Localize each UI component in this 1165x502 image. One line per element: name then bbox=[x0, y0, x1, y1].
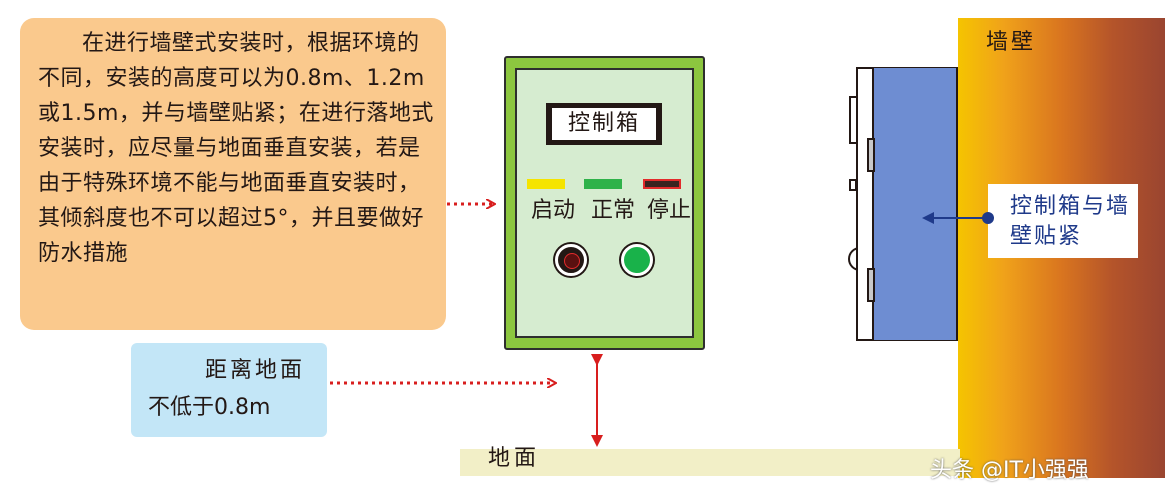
bottom-hinge bbox=[867, 268, 875, 302]
top-hinge bbox=[867, 138, 875, 172]
stop-lamp bbox=[643, 179, 681, 189]
watermark: 头条 @IT小强强 bbox=[930, 458, 1089, 483]
callout-arrow-head bbox=[922, 212, 934, 224]
wall-callout-text: 控制箱与墙壁贴紧 bbox=[1010, 194, 1131, 249]
wall-callout-box bbox=[988, 184, 1138, 258]
side-box-body bbox=[872, 68, 956, 340]
start-lamp-label: 启动 bbox=[531, 198, 576, 223]
height-note-box bbox=[131, 343, 327, 437]
start-knob bbox=[621, 244, 653, 276]
height-note-line1: 距离地面 bbox=[205, 358, 306, 383]
control-box-label: 控制箱 bbox=[552, 108, 656, 140]
normal-lamp-label: 正常 bbox=[591, 198, 636, 223]
floor-label: 地面 bbox=[488, 446, 541, 471]
wall-label: 墙壁 bbox=[986, 30, 1037, 55]
stop-lamp-label: 停止 bbox=[647, 198, 692, 223]
side-box-latch bbox=[849, 96, 857, 144]
height-note-line2: 不低于0.8m bbox=[148, 395, 271, 420]
stop-knob bbox=[555, 244, 587, 276]
start-lamp bbox=[527, 179, 565, 189]
installation-note-box bbox=[20, 18, 446, 330]
floor bbox=[460, 449, 960, 476]
installation-note-text: 在进行墙壁式安装时，根据环境的不同，安装的高度可以为0.8m、1.2m或1.5m… bbox=[38, 31, 434, 266]
normal-lamp bbox=[584, 179, 622, 189]
callout-dot bbox=[982, 212, 994, 224]
